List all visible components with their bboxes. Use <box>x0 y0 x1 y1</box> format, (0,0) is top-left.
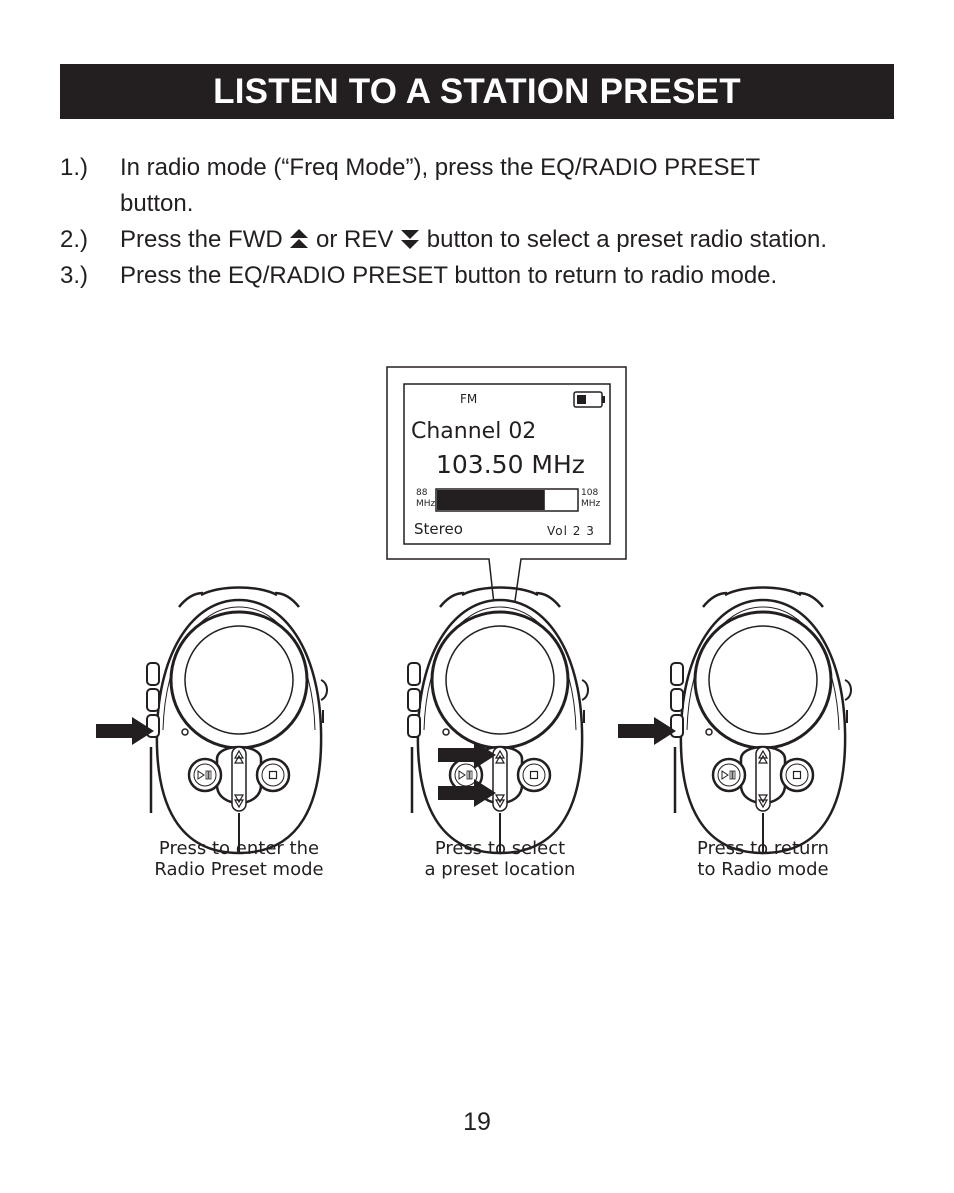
lcd-band: FM <box>460 392 478 406</box>
step-number: 3.) <box>60 262 89 289</box>
lcd-stereo: Stereo <box>414 520 463 538</box>
instruction-steps: 1.) In radio mode (“Freq Mode”), press t… <box>60 150 920 294</box>
caption-right: Press to return to Radio mode <box>643 838 883 880</box>
page-number: 19 <box>463 1108 491 1136</box>
caption-left: Press to enter the Radio Preset mode <box>119 838 359 880</box>
caption-line: a preset location <box>424 859 576 880</box>
fwd-arrow-icon <box>290 229 309 248</box>
player-device-right <box>669 586 853 855</box>
page-title: LISTEN TO A STATION PRESET <box>60 64 894 119</box>
player-device-center <box>406 586 590 855</box>
step-1: 1.) In radio mode (“Freq Mode”), press t… <box>60 150 920 222</box>
caption-line: Radio Preset mode <box>154 859 324 880</box>
caption-line: Press to enter the <box>158 838 320 859</box>
step-text-part: Press the FWD <box>120 226 283 253</box>
lcd-range-max-unit: MHz <box>581 499 601 509</box>
tuning-bar <box>435 488 579 512</box>
step-number: 1.) <box>60 154 89 181</box>
caption-center: Press to select a preset location <box>380 838 620 880</box>
caption-line: Press to return <box>697 838 829 859</box>
lcd-range-min-value: 88 <box>416 488 428 498</box>
lcd-range-min-unit: MHz <box>416 499 436 509</box>
lcd-volume: Vol 2 3 <box>547 524 595 538</box>
step-text: Press the EQ/RADIO PRESET button to retu… <box>120 262 778 289</box>
lcd-range-min: 88 MHz <box>416 488 435 510</box>
player-device-left <box>145 586 329 855</box>
pointer-arrow-icon <box>96 717 154 745</box>
step-text-line2: button. <box>120 190 194 217</box>
caption-line: to Radio mode <box>697 859 829 880</box>
step-text-part: button to select a preset radio station. <box>426 226 827 253</box>
pointer-arrow-icon <box>618 717 676 745</box>
battery-icon <box>573 391 605 408</box>
lcd-screen <box>403 383 611 545</box>
lcd-range-max: 108 MHz <box>581 488 600 510</box>
lcd-channel: Channel 02 <box>411 419 537 444</box>
lcd-frequency: 103.50 MHz <box>436 450 585 479</box>
step-text-line1: In radio mode (“Freq Mode”), press the E… <box>120 154 761 181</box>
rev-arrow-icon <box>401 230 420 249</box>
step-2: 2.) Press the FWD or REV button to selec… <box>60 222 920 258</box>
step-number: 2.) <box>60 226 89 253</box>
tuning-bar-fill <box>437 490 545 510</box>
caption-line: Press to select <box>434 838 566 859</box>
step-3: 3.) Press the EQ/RADIO PRESET button to … <box>60 258 920 294</box>
lcd-range-max-value: 108 <box>581 488 599 498</box>
step-text-part: or REV <box>316 226 394 253</box>
